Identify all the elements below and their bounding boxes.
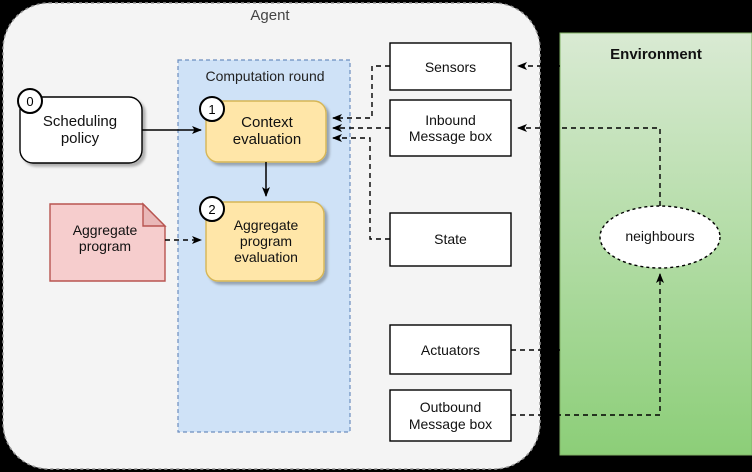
- aggregate-program-note[interactable]: [49, 203, 166, 282]
- inbound-message-box[interactable]: [389, 99, 512, 157]
- outbox-line2: Message box: [408, 415, 493, 432]
- neighbours-ellipse[interactable]: [599, 205, 721, 269]
- sensors-label: Sensors: [390, 44, 511, 90]
- edge-neighbours-to-inbox: [517, 124, 661, 206]
- inbound-message-box-label: Inbound Message box: [390, 101, 511, 155]
- aggregate-program-label: Aggregate program: [50, 212, 160, 264]
- aggregate-eval-line1: Aggregate: [233, 216, 299, 233]
- aggregate-eval-line3: evaluation: [234, 249, 298, 266]
- aggregate-program-evaluation-label: Aggregate program evaluation: [208, 203, 324, 279]
- aggregate-program-note-fold: [142, 202, 167, 227]
- edge-state-to-context: [332, 134, 390, 240]
- state-label: State: [390, 214, 511, 265]
- computation-round-title: Computation round: [205, 67, 325, 84]
- step-badge-0: 0: [17, 88, 43, 114]
- step-badge-1: 1: [199, 96, 225, 122]
- context-evaluation-line1: Context: [241, 113, 293, 131]
- edge-outbox-to-neighbours: [511, 273, 664, 416]
- context-evaluation-line2: evaluation: [232, 131, 302, 148]
- outbound-message-box[interactable]: [389, 389, 512, 442]
- inbox-line1: Inbound: [425, 111, 476, 128]
- inbox-line2: Message box: [408, 128, 493, 144]
- state-line1: State: [434, 231, 467, 248]
- environment-title: Environment: [610, 46, 702, 64]
- outbox-line1: Outbound: [419, 399, 482, 416]
- scheduling-policy-label: Scheduling policy: [18, 104, 142, 156]
- outbound-message-box-label: Outbound Message box: [390, 391, 511, 440]
- step-badge-2: 2: [199, 196, 225, 222]
- actuators-label: Actuators: [390, 326, 511, 374]
- aggregate-program-line2: program: [78, 238, 132, 254]
- aggregate-program-line1: Aggregate: [72, 221, 138, 238]
- aggregate-program-evaluation-box[interactable]: [205, 201, 325, 282]
- sensors-box[interactable]: [389, 42, 512, 91]
- state-box[interactable]: [389, 212, 512, 267]
- edge-sensors-to-context: [332, 65, 390, 122]
- agent-title: Agent: [250, 7, 290, 25]
- sensors-line1: Sensors: [424, 58, 477, 75]
- context-evaluation-label: Context evaluation: [208, 102, 326, 160]
- aggregate-eval-line2: program: [239, 232, 293, 249]
- neighbours-label: neighbours: [625, 227, 695, 244]
- actuators-line1: Actuators: [420, 341, 481, 358]
- scheduling-policy-line2: policy: [60, 130, 100, 147]
- scheduling-policy-line1: Scheduling: [42, 112, 118, 130]
